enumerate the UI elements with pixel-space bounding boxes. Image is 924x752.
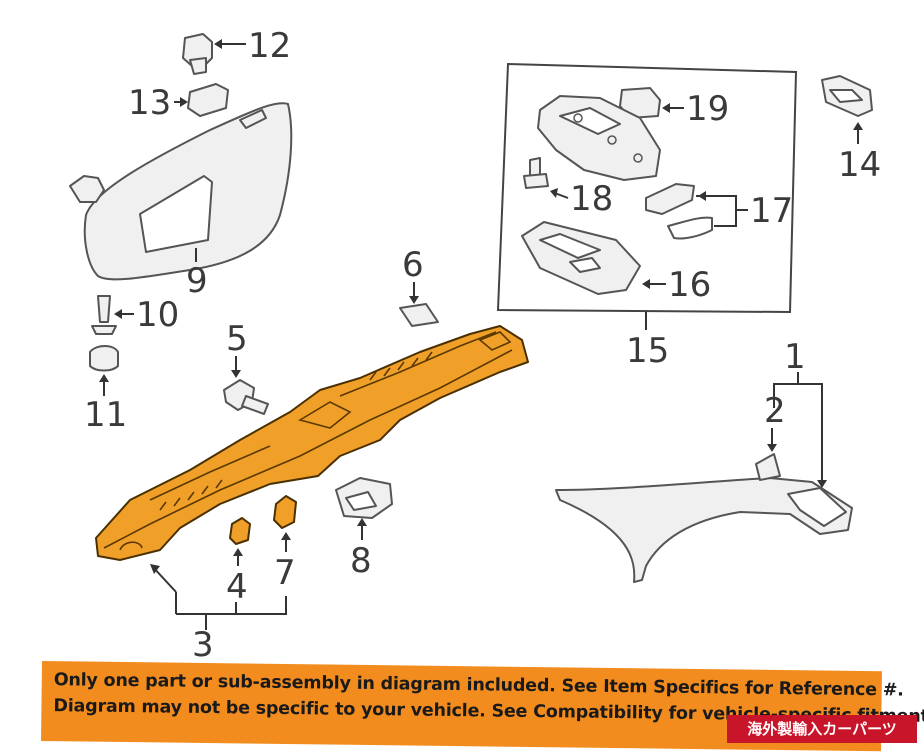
callout-6: 6 bbox=[402, 245, 424, 285]
callout-3-leaders bbox=[150, 564, 287, 630]
part-9-sun-visor bbox=[69, 102, 293, 281]
part-19-bulb bbox=[619, 87, 684, 119]
part-11-grommet bbox=[89, 345, 119, 396]
callout-5: 5 bbox=[226, 319, 248, 359]
part-16-housing bbox=[521, 221, 666, 295]
callout-1: 1 bbox=[784, 337, 806, 377]
part-6-pad bbox=[399, 282, 439, 327]
callout-10: 10 bbox=[136, 295, 179, 335]
part-3-header-trim bbox=[95, 325, 529, 561]
part-8-bracket bbox=[335, 477, 393, 540]
callout-4: 4 bbox=[226, 567, 248, 607]
assembly-15-box bbox=[496, 62, 798, 330]
import-parts-badge: 海外製輸入カーパーツ bbox=[727, 715, 917, 743]
part-2-clip bbox=[755, 428, 781, 481]
callout-7: 7 bbox=[274, 553, 296, 593]
part-1-pillar-trim bbox=[555, 372, 853, 583]
callout-12: 12 bbox=[248, 26, 291, 66]
callout-8: 8 bbox=[350, 541, 372, 581]
callout-18: 18 bbox=[570, 179, 613, 219]
part-5-bolt bbox=[223, 356, 269, 415]
callout-14: 14 bbox=[838, 145, 881, 185]
part-14-lamp bbox=[821, 75, 873, 144]
callout-15: 15 bbox=[626, 331, 669, 371]
callout-16: 16 bbox=[668, 265, 711, 305]
part-4-clip bbox=[229, 517, 251, 566]
part-dome-lamp-body bbox=[537, 95, 661, 181]
callout-2: 2 bbox=[764, 391, 786, 431]
callout-9: 9 bbox=[186, 261, 208, 301]
part-12-clip bbox=[182, 33, 246, 75]
part-10-pin bbox=[91, 295, 134, 335]
callout-17: 17 bbox=[750, 191, 793, 231]
callout-13: 13 bbox=[128, 83, 171, 123]
callout-19: 19 bbox=[686, 89, 729, 129]
part-18-screw bbox=[523, 157, 569, 199]
callout-11: 11 bbox=[84, 395, 127, 435]
part-7-clip bbox=[273, 495, 297, 552]
part-13-visor-clip bbox=[174, 83, 229, 117]
callout-3: 3 bbox=[192, 625, 214, 665]
part-17-lens bbox=[645, 183, 748, 240]
